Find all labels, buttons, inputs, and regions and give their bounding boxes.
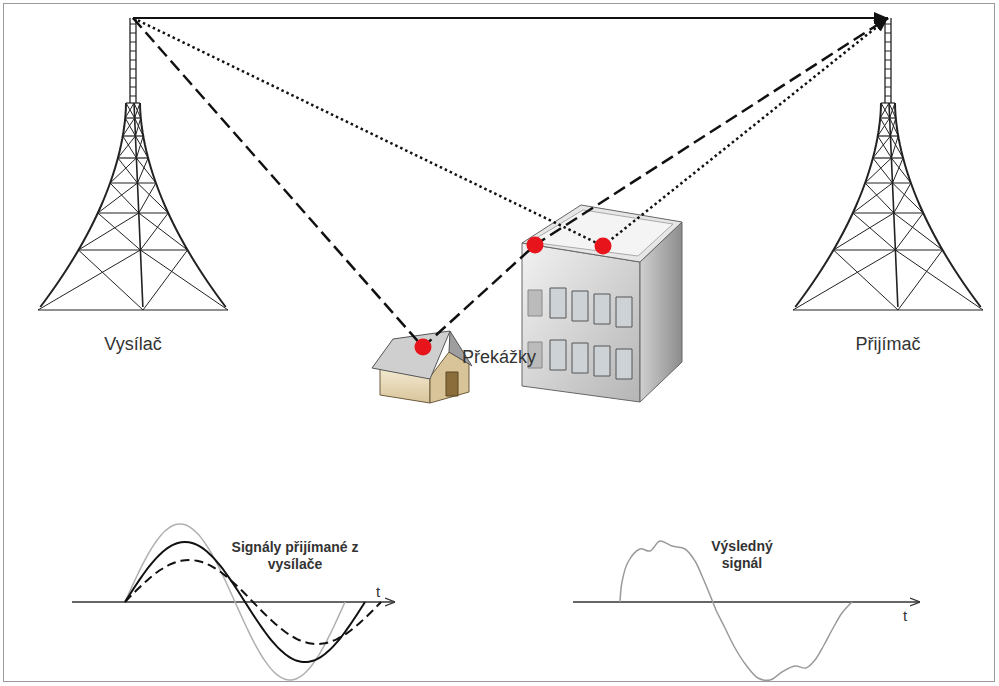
reflection-dot [595, 238, 612, 255]
reflection-dot [415, 339, 432, 356]
building-obstacle [522, 205, 682, 402]
signal-caption: Signály přijímané z vysílače [230, 539, 360, 573]
axis-label: t [903, 607, 907, 625]
signal-path [133, 18, 888, 347]
time-axis [573, 601, 920, 602]
station-label: Vysílač [38, 334, 228, 356]
house-obstacle [372, 331, 472, 403]
receiver-tower [793, 18, 983, 310]
station-label: Přijímač [793, 334, 983, 356]
signal-path [133, 18, 888, 246]
received-wave [125, 560, 381, 644]
obstacle-label: Překážky [462, 347, 536, 369]
tower-node: Přijímač [793, 18, 983, 356]
time-axis [72, 601, 395, 602]
signal-caption: Výsledný signál [692, 538, 792, 572]
signal-path [133, 17, 888, 19]
tower-node: Vysílač [38, 18, 228, 356]
reflection-dot [527, 237, 544, 254]
frame [4, 4, 995, 682]
transmitter-tower [38, 18, 228, 310]
signal-waves [125, 524, 852, 680]
axis-label: t [376, 583, 380, 601]
received-wave [125, 542, 365, 662]
